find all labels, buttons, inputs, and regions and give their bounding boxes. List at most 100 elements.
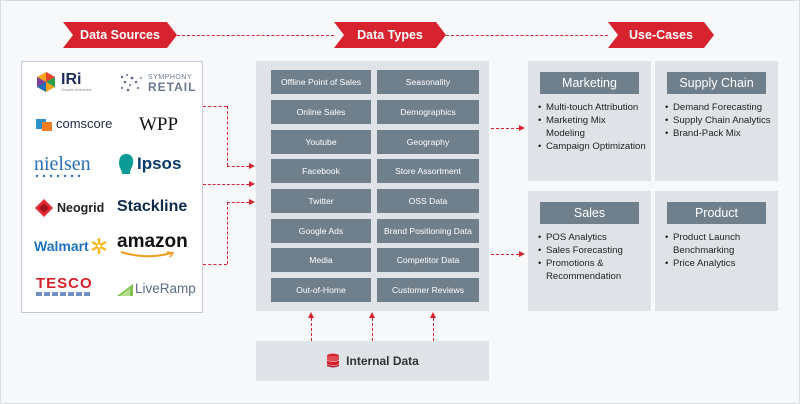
walmart-wordmark: Walmart: [34, 238, 89, 254]
tesco-wordmark: TESCO: [36, 275, 93, 292]
liveramp-wordmark: LiveRamp: [135, 281, 196, 296]
source-arrow-top: [249, 163, 255, 169]
internal-data-box: Internal Data: [256, 341, 489, 381]
liveramp-icon: [117, 283, 133, 296]
list-item: Supply Chain Analytics: [665, 114, 774, 127]
header-use-cases: Use-Cases: [608, 22, 714, 48]
header-connector-1: [177, 35, 334, 36]
ipsos-wordmark: Ipsos: [137, 154, 182, 173]
data-type-cell: Facebook: [271, 159, 371, 183]
usecase-arrow-bottom: [519, 251, 525, 257]
database-icon: [327, 353, 340, 368]
data-type-cell: Google Ads: [271, 219, 371, 243]
tesco-stripes-icon: [36, 292, 92, 296]
data-type-cell: Seasonality: [377, 70, 479, 94]
data-type-cell: Brand Positioning Data: [377, 219, 479, 243]
data-type-cell: Competitor Data: [377, 248, 479, 272]
data-type-cell: OSS Data: [377, 189, 479, 213]
neogrid-wordmark: Neogrid: [57, 201, 105, 215]
usecase-sales-title: Sales: [540, 202, 639, 224]
internal-arrow-2: [369, 312, 375, 318]
stackline-wordmark: Stackline: [117, 198, 188, 215]
logo-stackline: Stackline: [117, 198, 187, 216]
logo-amazon: amazon: [117, 232, 188, 259]
usecase-marketing-list: Multi-touch Attribution Marketing Mix Mo…: [538, 101, 647, 153]
data-type-cell: Demographics: [377, 100, 479, 124]
usecase-supply-chain-list: Demand Forecasting Supply Chain Analytic…: [665, 101, 774, 140]
logo-symphony-retail: SYMPHONY RETAIL: [118, 72, 196, 94]
internal-connector-2: [372, 318, 373, 341]
usecase-supply-chain: Supply Chain Demand Forecasting Supply C…: [655, 61, 778, 181]
data-type-cell: Twitter: [271, 189, 371, 213]
list-item: Sales Forecasting: [538, 244, 647, 257]
amazon-smile-icon: [120, 251, 175, 258]
usecase-marketing-title: Marketing: [540, 72, 639, 94]
header-connector-2: [446, 35, 608, 36]
list-item: Product Launch Benchmarking: [665, 231, 774, 257]
header-data-sources: Data Sources: [63, 22, 177, 48]
source-connector-mid: [203, 184, 249, 185]
source-connector-top-v: [227, 106, 228, 166]
usecase-product: Product Product Launch Benchmarking Pric…: [655, 191, 778, 311]
usecase-product-title: Product: [667, 202, 766, 224]
header-data-types: Data Types: [334, 22, 446, 48]
nielsen-wordmark: nielsen: [34, 153, 91, 175]
list-item: Price Analytics: [665, 257, 774, 270]
logo-liveramp: LiveRamp: [117, 281, 196, 296]
logo-wpp: WPP: [139, 114, 178, 136]
data-types-panel: Offline Point of Sales Online Sales Yout…: [256, 61, 489, 311]
data-type-cell: Offline Point of Sales: [271, 70, 371, 94]
retail-wordmark: RETAIL: [148, 79, 197, 94]
source-arrow-mid: [249, 181, 255, 187]
walmart-spark-icon: [91, 238, 106, 254]
list-item: POS Analytics: [538, 231, 647, 244]
usecase-product-list: Product Launch Benchmarking Price Analyt…: [665, 231, 774, 270]
list-item: Marketing Mix Modeling: [538, 114, 647, 140]
data-type-cell: Store Assortment: [377, 159, 479, 183]
usecase-marketing: Marketing Multi-touch Attribution Market…: [528, 61, 651, 181]
list-item: Campaign Optimization: [538, 140, 647, 153]
comscore-icon: [36, 118, 52, 131]
neogrid-icon: [35, 199, 53, 217]
list-item: Promotions & Recommendation: [538, 257, 647, 283]
wpp-wordmark: WPP: [139, 114, 179, 135]
data-type-cell: Geography: [377, 130, 479, 154]
logo-neogrid: Neogrid: [35, 199, 104, 217]
source-connector-bottom-v: [227, 202, 228, 264]
source-connector-top-h2: [227, 166, 249, 167]
logo-iri: IRi Growth delivered.: [35, 71, 92, 93]
list-item: Brand-Pack Mix: [665, 127, 774, 140]
usecase-arrow-top: [519, 125, 525, 131]
usecase-connector-top: [491, 128, 519, 129]
usecase-sales-list: POS Analytics Sales Forecasting Promotio…: [538, 231, 647, 283]
usecase-connector-bottom: [491, 254, 519, 255]
source-connector-bottom-h2: [227, 202, 249, 203]
data-type-cell: Online Sales: [271, 100, 371, 124]
iri-hex-icon: [37, 72, 55, 92]
internal-arrow-1: [308, 312, 314, 318]
internal-arrow-3: [430, 312, 436, 318]
data-type-cell: Media: [271, 248, 371, 272]
source-arrow-bottom: [249, 199, 255, 205]
logo-comscore: comscore: [36, 116, 112, 131]
logo-ipsos: Ipsos: [117, 153, 181, 175]
ipsos-head-icon: [119, 154, 134, 174]
data-sources-panel: IRi Growth delivered. SYMPHONY RETAIL co…: [21, 61, 203, 313]
nielsen-dots-icon: [35, 174, 81, 178]
iri-tagline: Growth delivered.: [61, 87, 93, 92]
source-connector-top-h: [203, 106, 227, 107]
data-type-cell: Customer Reviews: [377, 278, 479, 302]
internal-data-label: Internal Data: [346, 354, 419, 368]
internal-connector-3: [433, 318, 434, 341]
logo-nielsen: nielsen: [34, 154, 94, 178]
amazon-wordmark: amazon: [117, 231, 188, 252]
symphony-wordmark: SYMPHONY: [148, 73, 193, 81]
logo-walmart: Walmart: [34, 238, 107, 254]
data-type-cell: Youtube: [271, 130, 371, 154]
data-type-cell: Out-of-Home: [271, 278, 371, 302]
list-item: Multi-touch Attribution: [538, 101, 647, 114]
iri-wordmark: IRi: [61, 71, 82, 88]
source-connector-bottom-h: [203, 264, 227, 265]
usecase-supply-chain-title: Supply Chain: [667, 72, 766, 94]
list-item: Demand Forecasting: [665, 101, 774, 114]
